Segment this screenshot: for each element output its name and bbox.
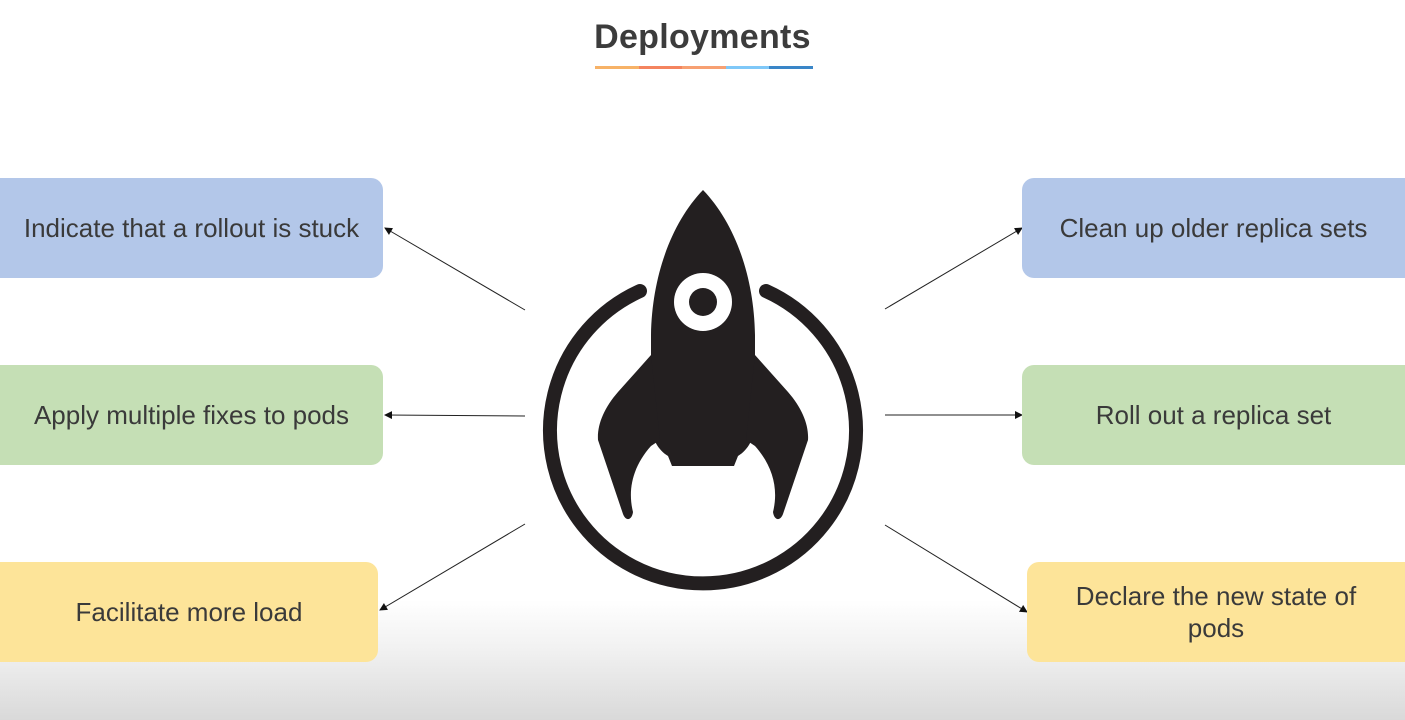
left-box-apply-fixes: Apply multiple fixes to pods [0, 365, 383, 465]
title-underline [595, 66, 813, 69]
right-box-clean-up: Clean up older replica sets [1022, 178, 1405, 278]
rocket-ring [543, 284, 863, 591]
left-box-facilitate-load: Facilitate more load [0, 562, 378, 662]
underline-segment [595, 66, 639, 69]
underline-segment [725, 66, 770, 69]
underline-segment [638, 66, 683, 69]
underline-segment [682, 66, 726, 69]
rocket-window [689, 288, 717, 316]
arrow-to-indicate-stuck [384, 227, 526, 311]
rocket-left-fin [597, 355, 660, 520]
right-box-label: Roll out a replica set [1095, 400, 1332, 430]
arrow-to-declare-state [884, 524, 1028, 613]
right-box-label: Declare the new state of pods [1075, 581, 1357, 643]
right-box-roll-out: Roll out a replica set [1022, 365, 1405, 465]
left-box-indicate-stuck: Indicate that a rollout is stuck [0, 178, 383, 278]
right-box-declare-state: Declare the new state of pods [1027, 562, 1405, 662]
left-box-label: Apply multiple fixes to pods [33, 400, 350, 430]
left-box-label: Indicate that a rollout is stuck [23, 213, 360, 243]
rocket-right-fin [746, 355, 809, 520]
underline-segment [769, 66, 813, 69]
right-box-label: Clean up older replica sets [1059, 213, 1368, 243]
arrow-to-facilitate-load [379, 523, 526, 611]
arrow-to-clean-up [884, 227, 1023, 310]
arrow-to-apply-fixes [384, 411, 526, 420]
page-title: Deployments [594, 18, 811, 56]
left-box-label: Facilitate more load [75, 597, 303, 627]
